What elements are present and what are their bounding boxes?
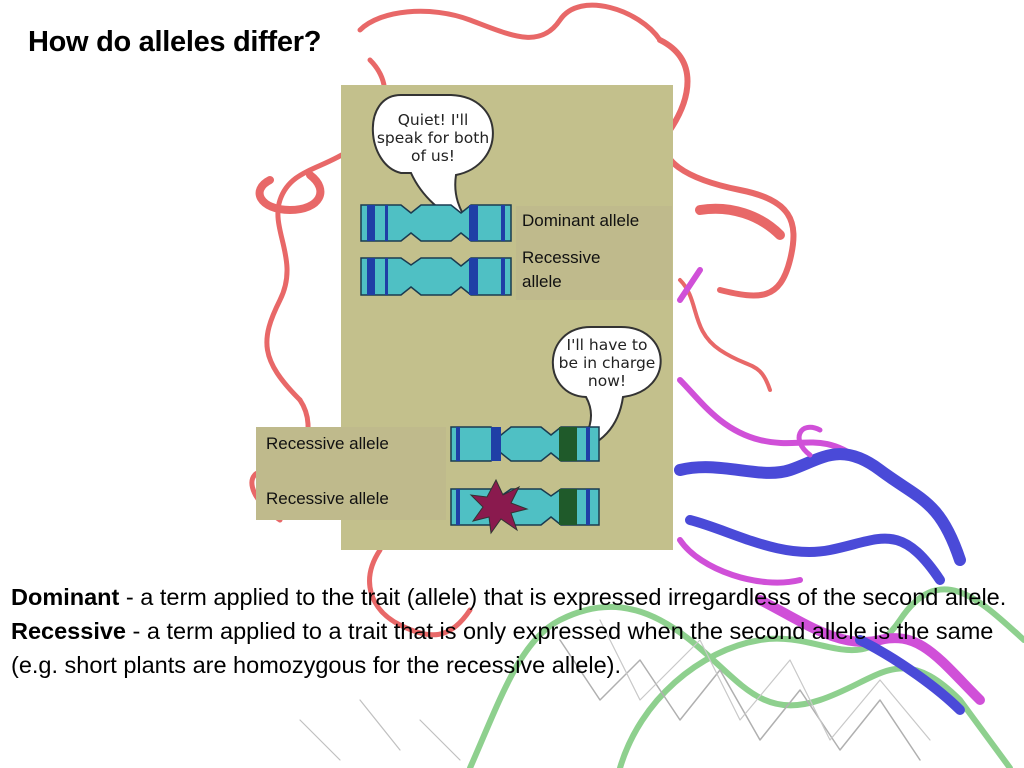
bubble-bottom-line-2: be in charge — [559, 354, 656, 372]
label-dominant-text: Dominant allele — [522, 211, 640, 230]
protein-ribbon-red — [657, 37, 797, 299]
recessive-definition: Recessive - a term applied to a trait th… — [11, 614, 1011, 682]
protein-ribbon-blue — [685, 515, 945, 585]
page-title: How do alleles differ? — [28, 26, 322, 58]
label-recessive-allele-1: Recessive allele — [256, 427, 446, 461]
dna-strand — [617, 586, 1024, 768]
label-dominant-allele: Dominant allele — [516, 206, 672, 244]
bubble-top-line-3: of us! — [411, 147, 455, 165]
protein-ribbon-red — [367, 547, 473, 638]
protein-ribbon-red — [695, 203, 785, 240]
dna-lattice — [299, 699, 461, 761]
mutation-starburst-icon — [469, 478, 529, 535]
protein-ribbon-blue — [674, 448, 966, 566]
bubble-top-line-2: speak for both — [377, 129, 489, 147]
dominant-description: - a term applied to the trait (allele) t… — [119, 584, 1007, 610]
speech-bubble-top: Quiet! I'll speak for both of us! — [371, 94, 494, 230]
label-recessive-allele-2: Recessive allele — [256, 461, 446, 520]
label-recessive-1-text: Recessive allele — [266, 434, 389, 453]
protein-ribbon-blue — [855, 635, 965, 715]
bubble-bottom-line-1: I'll have to — [567, 336, 648, 354]
dominant-definition: Dominant - a term applied to the trait (… — [11, 580, 1011, 614]
protein-ribbon-red — [255, 171, 325, 214]
bubble-bottom-line-3: now! — [588, 372, 626, 390]
protein-ribbon-magenta — [755, 595, 985, 705]
dna-strand — [467, 603, 1013, 768]
label-recessive-allele-top: Recessive allele — [516, 244, 672, 300]
allele-comic-panel: Quiet! I'll speak for both of us! I'll h… — [341, 85, 673, 550]
chromosome-dominant — [360, 204, 512, 242]
protein-ribbon-magenta — [677, 377, 863, 463]
protein-ribbon-magenta — [796, 424, 823, 458]
dna-lattice — [559, 639, 921, 761]
protein-ribbon-magenta — [677, 267, 803, 586]
label-recessive-2-text: Recessive allele — [266, 489, 389, 508]
chromosome-recessive-1 — [450, 426, 600, 462]
allele-comic-illustration: Quiet! I'll speak for both of us! I'll h… — [360, 94, 662, 535]
chromosome-recessive-2 — [450, 478, 600, 535]
recessive-description: - a term applied to a trait that is only… — [11, 618, 994, 678]
dominant-term: Dominant — [11, 584, 120, 610]
definitions-text: Dominant - a term applied to the trait (… — [11, 580, 1011, 682]
speech-bubble-bottom: I'll have to be in charge now! — [551, 326, 662, 454]
label-recessive-top-line-1: Recessive — [522, 248, 601, 267]
protein-ribbon-red — [678, 278, 772, 392]
dna-lattice — [599, 619, 931, 741]
recessive-term: Recessive — [11, 618, 126, 644]
protein-ribbon-red — [357, 2, 663, 43]
bubble-top-line-1: Quiet! I'll — [398, 111, 469, 129]
label-recessive-top-line-2: allele — [522, 272, 562, 291]
chromosome-recessive-top — [360, 257, 512, 296]
